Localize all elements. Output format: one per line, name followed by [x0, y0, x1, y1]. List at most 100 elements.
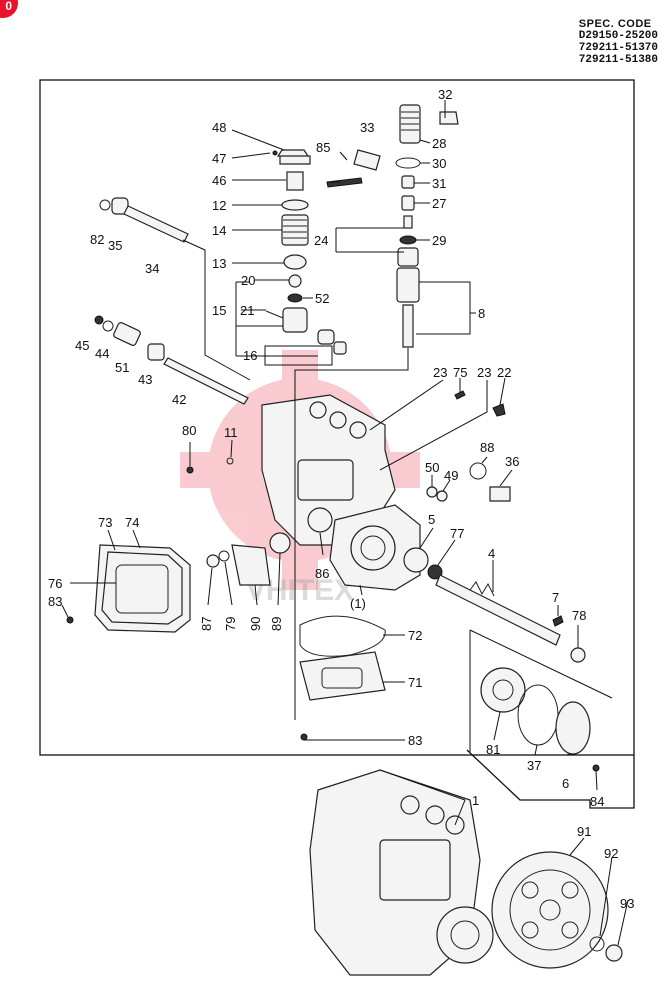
callout-36: 36	[505, 454, 519, 469]
key-7-icon	[552, 615, 564, 627]
callout-81: 81	[486, 742, 500, 757]
callout-86: 86	[315, 566, 329, 581]
callout-77: 77	[450, 526, 464, 541]
rod-34-icon	[123, 205, 189, 243]
washer-92-icon	[589, 936, 605, 952]
callout-14: 14	[212, 223, 226, 238]
bushing-43-icon	[147, 343, 165, 361]
callout-8: 8	[478, 306, 485, 321]
part-16b-icon	[333, 341, 347, 355]
callout-7: 7	[552, 590, 559, 605]
screw-47-icon	[272, 150, 278, 156]
callout-6: 6	[562, 776, 569, 791]
pin-24-icon	[403, 215, 413, 229]
callout-44: 44	[95, 346, 109, 361]
part-16a-icon	[317, 329, 335, 345]
spring-27-icon	[401, 195, 415, 211]
bearing-81-icon	[480, 667, 526, 713]
gasket-71-icon	[299, 651, 386, 701]
callout-43: 43	[138, 372, 152, 387]
callout-31: 31	[432, 176, 446, 191]
callout-16: 16	[243, 348, 257, 363]
gasket-29-icon	[399, 235, 417, 245]
seal-86-icon	[307, 507, 333, 533]
callout-11: 11	[224, 425, 238, 440]
spec-code-1: D29150-25200	[578, 30, 658, 42]
callout-50: 50	[425, 460, 439, 475]
bolt-84-icon	[592, 764, 600, 772]
callout-83b: 83	[408, 733, 422, 748]
callout-23a: 23	[433, 365, 447, 380]
seal-89-icon	[269, 532, 291, 554]
callout-30: 30	[432, 156, 446, 171]
callout-91: 91	[577, 824, 591, 839]
callout-42: 42	[172, 392, 186, 407]
plunger-8c-icon	[402, 304, 414, 348]
spec-code-3: 729211-51380	[578, 54, 658, 66]
block-21-icon	[282, 307, 308, 333]
callout-51: 51	[115, 360, 129, 375]
callout-88: 88	[480, 440, 494, 455]
side-cover-parts	[66, 507, 333, 633]
callout-1: 1	[472, 793, 479, 808]
callout-46: 46	[212, 173, 226, 188]
callout-71: 71	[408, 675, 422, 690]
flange-6-icon	[555, 701, 591, 755]
plug-36-icon	[489, 486, 511, 502]
callout-29: 29	[432, 233, 446, 248]
seal-77-icon	[427, 564, 443, 580]
callout-78: 78	[572, 608, 586, 623]
page-badge: 0	[0, 0, 18, 18]
callout-34: 34	[145, 261, 159, 276]
barrel-8b-icon	[396, 267, 420, 303]
callout-75: 75	[453, 365, 467, 380]
callout-82: 82	[90, 232, 104, 247]
callout-35: 35	[108, 238, 122, 253]
callout-12: 12	[212, 198, 226, 213]
callout-72: 72	[408, 628, 422, 643]
oring-72-icon	[299, 615, 386, 657]
bolt-22-icon	[492, 403, 506, 417]
diagram-frame	[39, 79, 635, 756]
callout-24: 24	[314, 233, 328, 248]
assembled-pump	[309, 769, 623, 976]
callout-labels: 48 47 46 12 14 13 20 52 15 21 16 82 35 3…	[48, 87, 634, 911]
callout-22: 22	[497, 365, 511, 380]
washer-13-icon	[283, 254, 307, 270]
valve-31-icon	[401, 175, 415, 189]
clamp-32-icon	[439, 111, 459, 125]
camshaft-4-icon	[435, 574, 561, 646]
callout-92: 92	[604, 846, 618, 861]
callout-48: 48	[212, 120, 226, 135]
callout-93: 93	[620, 896, 634, 911]
callout-87: 87	[199, 617, 214, 631]
bolt-85-icon	[326, 177, 363, 188]
callout-13: 13	[212, 256, 226, 271]
callout-37: 37	[527, 758, 541, 773]
lower-parts	[299, 615, 600, 772]
shim-37-icon	[517, 684, 559, 746]
screw-83a-icon	[66, 616, 74, 624]
callout-5: 5	[428, 512, 435, 527]
oring-30-icon	[395, 157, 421, 169]
callout-85: 85	[316, 140, 330, 155]
pin-80-icon	[186, 466, 194, 474]
washer-45-icon	[94, 315, 104, 325]
callout-28: 28	[432, 136, 446, 151]
ring-12-icon	[281, 199, 309, 211]
bearing-5-icon	[403, 547, 429, 573]
callout-84: 84	[590, 794, 604, 809]
cover-73-icon	[101, 551, 183, 625]
callout-1-paren: (1)	[350, 596, 366, 611]
part-20-icon	[288, 274, 302, 288]
callout-45: 45	[75, 338, 89, 353]
callout-80: 80	[182, 423, 196, 438]
spec-code-title: SPEC. CODE	[578, 18, 652, 30]
callout-47: 47	[212, 151, 226, 166]
spec-code-block: SPEC. CODE D29150-25200 729211-51370 729…	[579, 18, 658, 66]
callout-76: 76	[48, 576, 62, 591]
washer-88-icon	[469, 462, 487, 480]
callout-23b: 23	[477, 365, 491, 380]
gear-91-icon	[491, 851, 609, 969]
leader-lines	[61, 100, 629, 946]
